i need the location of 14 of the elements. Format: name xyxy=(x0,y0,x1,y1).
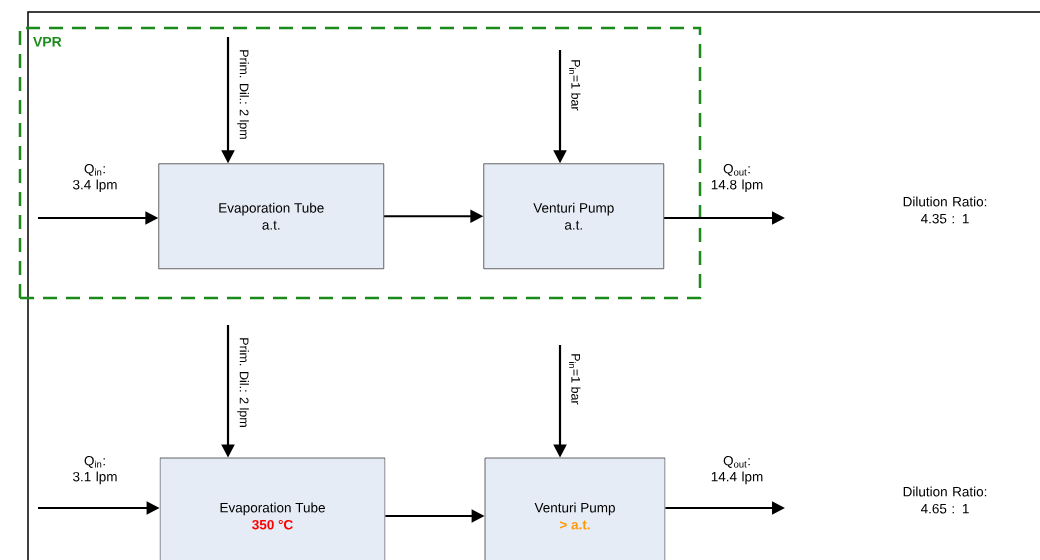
process-box: Evaporation Tube 350 °C xyxy=(159,457,386,560)
process-box: Venturi Pump a.t. xyxy=(483,163,665,270)
ratio-note: Dilution Ratio: 4.35 : 1 xyxy=(903,196,987,224)
edge-label: Prim. Dil.: 2 lpm xyxy=(237,338,249,427)
edge-label: Q$_{in}$: 3.1 lpm xyxy=(73,455,117,485)
edge-label: P$_{in}$=1 bar xyxy=(569,354,581,405)
process-box: Evaporation Tube a.t. xyxy=(158,163,385,270)
process-box: Venturi Pump > a.t. xyxy=(484,457,666,560)
edge-label: Q$_{out}$: 14.4 lpm xyxy=(711,455,763,485)
edge-label: Prim. Dil.: 2 lpm xyxy=(237,50,249,139)
edge-label: Q$_{out}$: 14.8 lpm xyxy=(711,163,763,193)
edge-label: P$_{in}$=1 bar xyxy=(569,60,581,111)
ratio-note: Dilution Ratio: 4.65 : 1 xyxy=(903,486,987,514)
edge-label: Q$_{in}$: 3.4 lpm xyxy=(73,163,117,193)
